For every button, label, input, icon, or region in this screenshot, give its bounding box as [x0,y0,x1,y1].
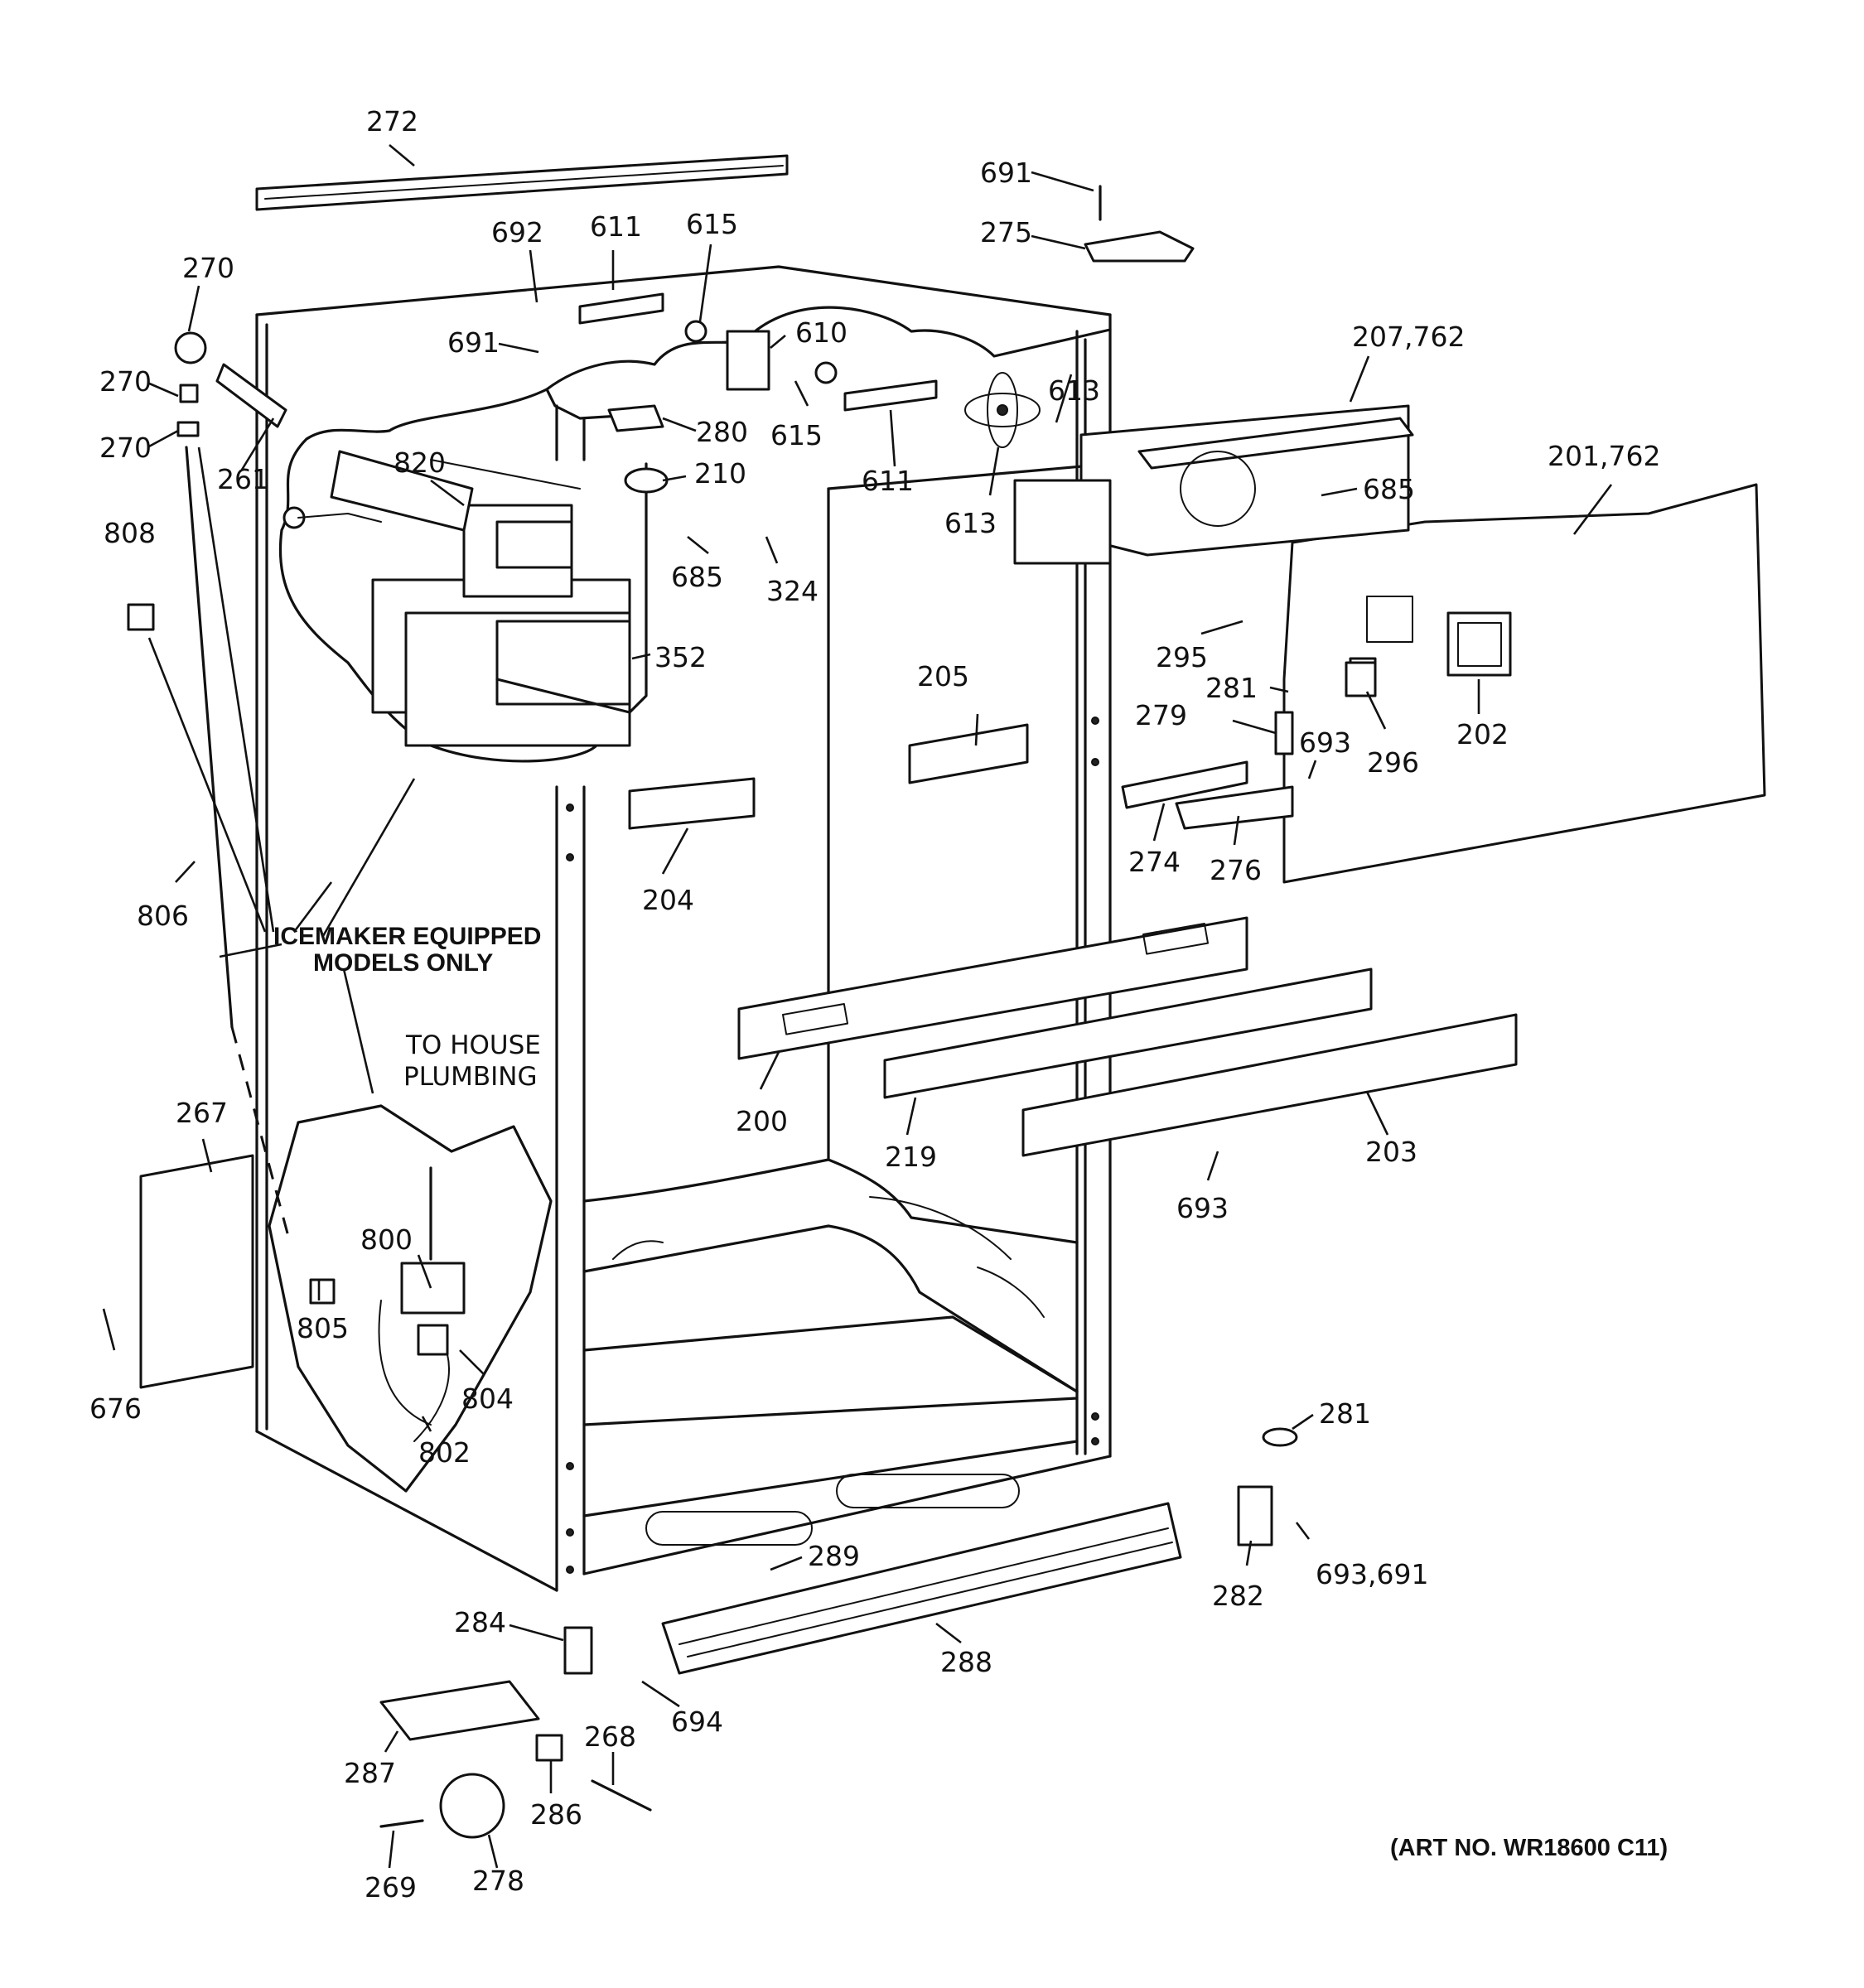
label-685: 685 [1363,473,1415,505]
label-610: 610 [795,316,847,349]
label-275: 275 [980,216,1032,248]
label-284: 284 [454,1606,506,1638]
label-278: 278 [472,1865,524,1897]
label-676: 676 [89,1392,142,1425]
label-820: 820 [394,446,446,479]
label-615: 615 [770,419,823,451]
label-613: 613 [1048,374,1100,407]
label-207-762: 207,762 [1352,321,1465,353]
label-611: 611 [862,465,914,497]
label-287: 287 [344,1757,396,1789]
icemaker-cutaway [278,388,648,763]
leader-lines [102,144,1613,1869]
label-219: 219 [885,1141,937,1173]
label-804: 804 [461,1382,514,1415]
icemaker-note-line2: MODELS ONLY [313,949,493,977]
label-202: 202 [1456,718,1509,750]
label-805: 805 [297,1312,349,1344]
label-324: 324 [766,575,819,607]
fan-housing [964,372,1414,565]
label-611: 611 [590,210,642,243]
label-691: 691 [447,326,500,359]
notes: ICEMAKER EQUIPPED MODELS ONLY TO HOUSE P… [273,923,1668,1861]
label-286: 286 [530,1798,582,1831]
label-693-691: 693,691 [1316,1558,1428,1590]
label-281: 281 [1205,672,1258,704]
label-272: 272 [366,105,418,138]
label-210: 210 [694,457,746,490]
label-802: 802 [418,1436,471,1469]
label-692: 692 [491,216,543,248]
part-labels: 272 691 275 692 611 615 270 270 270 691 … [89,105,1660,1904]
label-685: 685 [671,561,723,593]
label-276: 276 [1210,854,1262,886]
label-280: 280 [696,416,748,448]
label-205: 205 [917,660,969,692]
label-693: 693 [1176,1192,1229,1224]
label-693: 693 [1299,726,1351,759]
label-279: 279 [1135,699,1187,731]
label-204: 204 [642,884,694,916]
plumbing-note-line2: PLUMBING [403,1062,537,1092]
label-261: 261 [217,463,269,495]
art-number: (ART NO. WR18600 C11) [1390,1835,1668,1861]
icemaker-note-line1: ICEMAKER EQUIPPED [273,923,541,950]
label-808: 808 [104,517,156,549]
label-274: 274 [1128,846,1181,878]
small-parts [127,185,1377,1839]
label-203: 203 [1365,1136,1417,1168]
label-269: 269 [365,1871,417,1904]
plumbing-callout [268,1104,553,1493]
label-267: 267 [176,1097,228,1129]
label-200: 200 [736,1105,788,1137]
label-691: 691 [980,157,1032,189]
label-201-762: 201,762 [1548,440,1660,472]
label-615: 615 [686,208,738,240]
label-296: 296 [1367,746,1419,779]
label-282: 282 [1212,1580,1264,1612]
label-268: 268 [584,1720,636,1753]
plumbing-note-line1: TO HOUSE [405,1030,541,1060]
label-270: 270 [99,365,152,398]
breaker-strips [255,154,1518,1675]
label-289: 289 [808,1540,860,1572]
label-295: 295 [1156,641,1208,673]
label-288: 288 [940,1646,992,1678]
label-694: 694 [671,1706,723,1738]
label-270: 270 [99,432,152,464]
label-806: 806 [137,900,189,932]
label-352: 352 [654,641,707,673]
label-270: 270 [182,252,234,284]
label-800: 800 [360,1223,413,1256]
label-281: 281 [1319,1397,1371,1430]
label-613: 613 [944,507,997,539]
